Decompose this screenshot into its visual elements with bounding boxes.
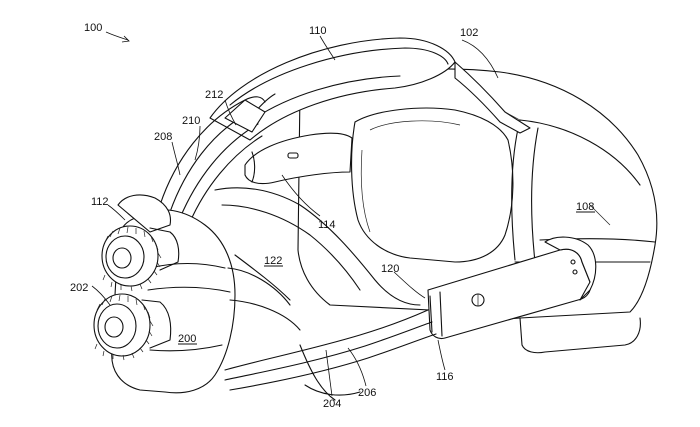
label-206: 206 (358, 387, 376, 399)
label-202: 202 (70, 282, 88, 294)
label-112: 112 (91, 196, 109, 208)
label-200: 200 (178, 333, 196, 345)
housing-inner-window (351, 107, 514, 263)
top-strap (209, 37, 531, 141)
lower-strap (224, 309, 437, 401)
label-116: 116 (436, 371, 454, 383)
headband-pad (244, 132, 353, 185)
label-204: 204 (323, 398, 341, 410)
bottom-dial (93, 293, 172, 361)
label-100: 100 (84, 22, 102, 34)
top-dial (101, 194, 180, 292)
inner-liner (214, 187, 421, 306)
label-108: 108 (576, 201, 594, 213)
side-straps (159, 96, 266, 223)
label-208: 208 (154, 131, 172, 143)
label-110: 110 (309, 25, 327, 37)
label-210: 210 (182, 115, 200, 127)
label-122: 122 (264, 255, 282, 267)
label-114: 114 (318, 219, 336, 231)
label-120: 120 (381, 263, 399, 275)
label-212: 212 (205, 89, 223, 101)
side-arm (427, 236, 597, 340)
leader-lines (91, 31, 499, 397)
label-102: 102 (460, 27, 478, 39)
reference-labels: 100 110 102 212 210 208 112 202 200 122 … (70, 22, 595, 410)
